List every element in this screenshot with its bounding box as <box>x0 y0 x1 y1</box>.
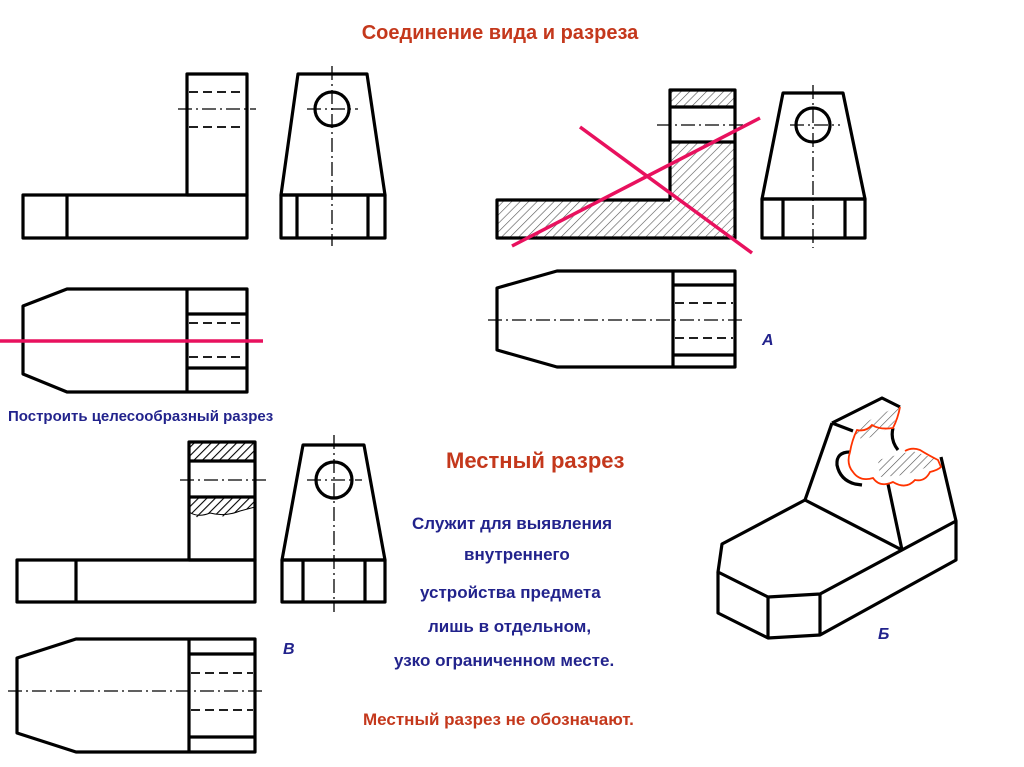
label-v: В <box>283 641 295 658</box>
break-line <box>847 406 943 487</box>
description-line: лишь в отдельном, <box>428 617 592 636</box>
top-view <box>488 269 745 369</box>
description-line: устройства предмета <box>420 583 601 602</box>
cross-out-line <box>511 116 761 248</box>
description-line: Служит для выявления <box>412 514 613 533</box>
task-label: Построить целесообразный разрез <box>8 408 274 425</box>
side-view <box>760 85 867 248</box>
section-heading: Местный разрез <box>446 448 625 473</box>
top-view <box>8 637 266 754</box>
label-a: А <box>762 332 774 349</box>
isometric-view-b <box>716 396 958 640</box>
front-section <box>495 88 761 255</box>
drawing-variant-v <box>8 435 387 754</box>
cross-out-line <box>578 125 754 255</box>
note-text: Местный разрез не обозначают. <box>363 710 634 729</box>
description-line: узко ограниченном месте. <box>394 651 615 670</box>
label-b: Б <box>878 626 890 643</box>
side-view <box>279 66 387 246</box>
drawing-original-views <box>0 66 387 394</box>
front-view <box>21 72 256 240</box>
side-view <box>280 435 387 612</box>
description-line: внутреннего <box>464 545 570 564</box>
top-view <box>0 287 263 394</box>
front-view-local-section <box>15 440 266 604</box>
drawing-variant-a <box>488 85 867 369</box>
page-title: Соединение вида и разреза <box>361 22 639 44</box>
